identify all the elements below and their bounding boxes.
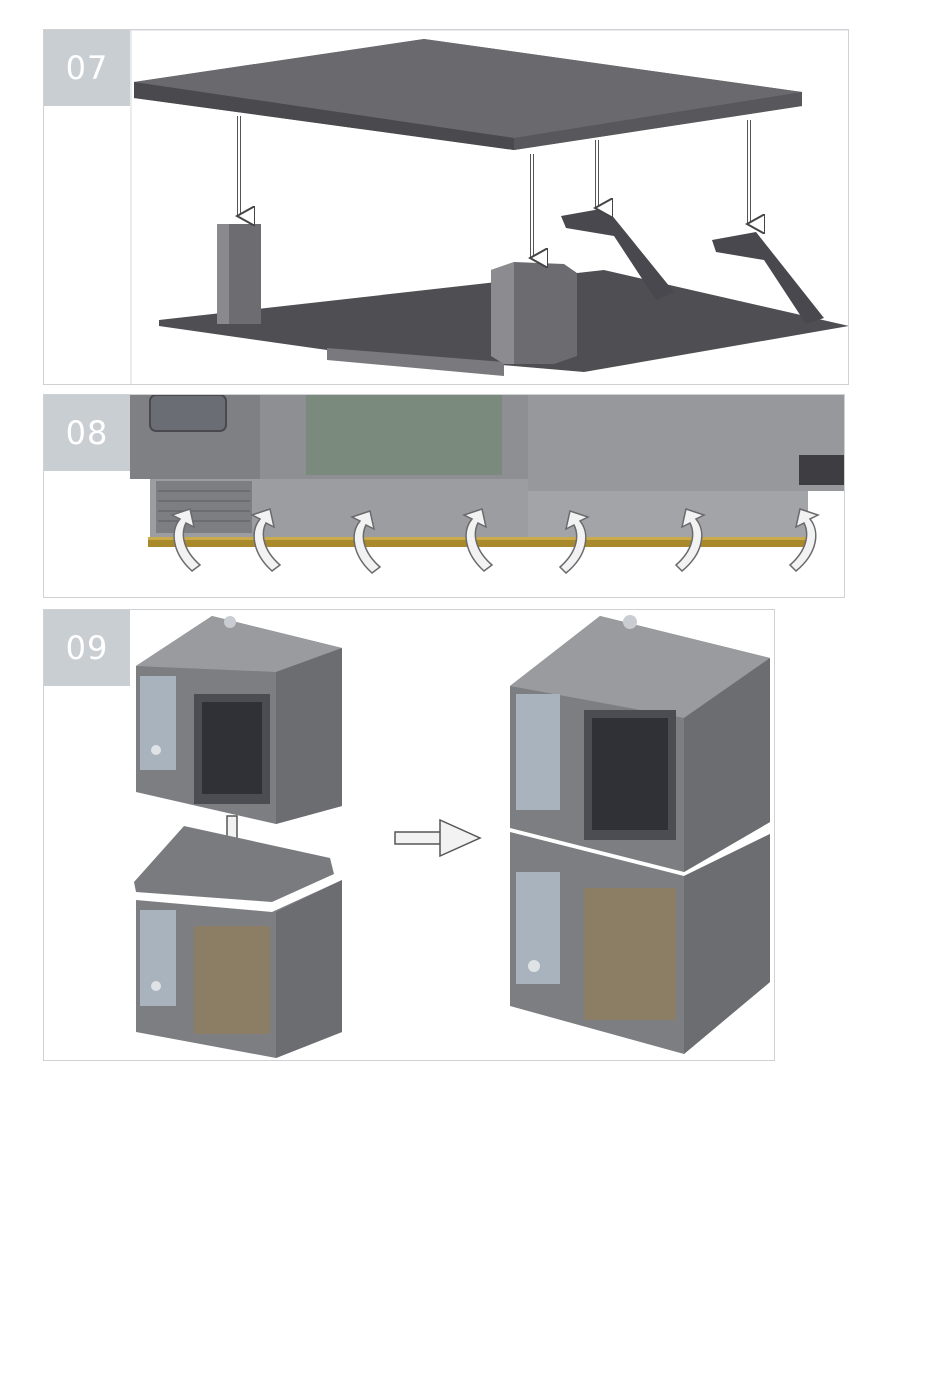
lower-oven-left (134, 826, 342, 1058)
upper-oven-left (136, 616, 342, 824)
control-window (150, 395, 226, 431)
step-08-panel: 08 (43, 394, 845, 598)
stacked-ovens-right (510, 615, 770, 1054)
step-08-badge: 08 (44, 395, 130, 471)
step-07-panel: 07 (43, 29, 849, 385)
oven-base-illustration (44, 395, 845, 598)
oven-stacking-illustration (44, 610, 775, 1061)
step-09-badge: 09 (44, 610, 130, 686)
right-arrow (395, 820, 480, 856)
door-glass (306, 395, 502, 475)
stacking-kit-plate-illustration (44, 30, 849, 385)
step-09-panel: 09 (43, 609, 775, 1061)
step-07-badge: 07 (44, 30, 130, 106)
